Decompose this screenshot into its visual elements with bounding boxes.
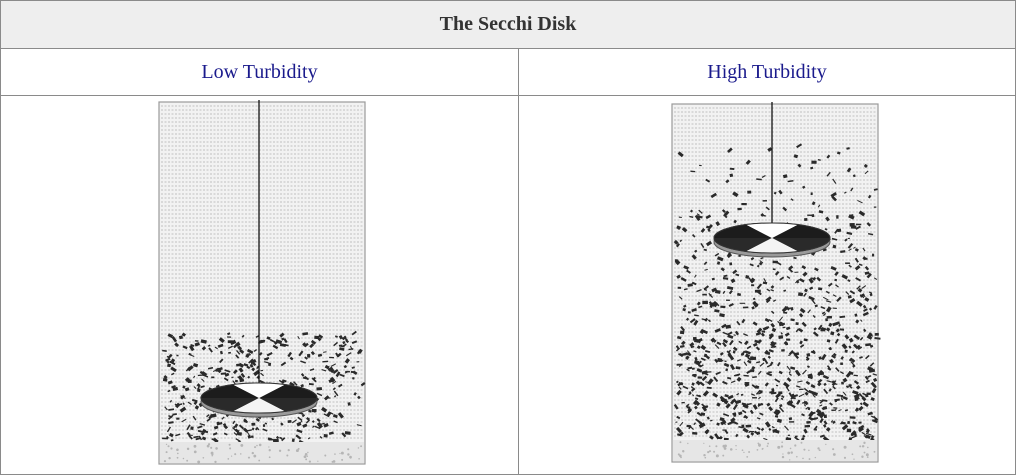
disk-quadrant-black — [713, 238, 772, 252]
disk-quadrant-white — [745, 222, 799, 238]
disk-quadrant-black — [200, 384, 259, 398]
low-turbidity-cell — [1, 96, 519, 474]
water-lines — [674, 107, 876, 437]
disk-quadrant-white — [232, 382, 286, 398]
disk-quadrant-black — [772, 238, 831, 252]
low-turbidity-secchi-illustration — [158, 100, 366, 465]
high-turbidity-secchi-illustration — [671, 102, 881, 463]
disk-quadrant-black — [200, 398, 259, 412]
disk-quadrant-black — [713, 224, 772, 238]
high-turbidity-cell — [519, 96, 1015, 474]
table-title: The Secchi Disk — [1, 1, 1015, 49]
column-header-high-label[interactable]: High Turbidity — [707, 60, 827, 83]
bottom-sediment — [163, 443, 363, 464]
water-column — [158, 100, 366, 465]
secchi-disk — [200, 382, 318, 418]
disk-quadrant-black — [259, 384, 318, 398]
secchi-disk — [713, 222, 831, 258]
lake-bottom — [160, 442, 364, 463]
column-header-low-turbidity[interactable]: Low Turbidity — [1, 49, 519, 96]
water-column — [671, 102, 881, 463]
sediment-particles — [673, 143, 881, 443]
disk-quadrant-white — [232, 398, 286, 414]
bottom-sediment — [677, 441, 876, 461]
column-header-low-label[interactable]: Low Turbidity — [201, 60, 318, 83]
disk-quadrant-white — [745, 238, 799, 254]
disk-quadrant-black — [259, 398, 318, 412]
disk-quadrant-black — [772, 224, 831, 238]
column-header-high-turbidity[interactable]: High Turbidity — [519, 49, 1015, 96]
